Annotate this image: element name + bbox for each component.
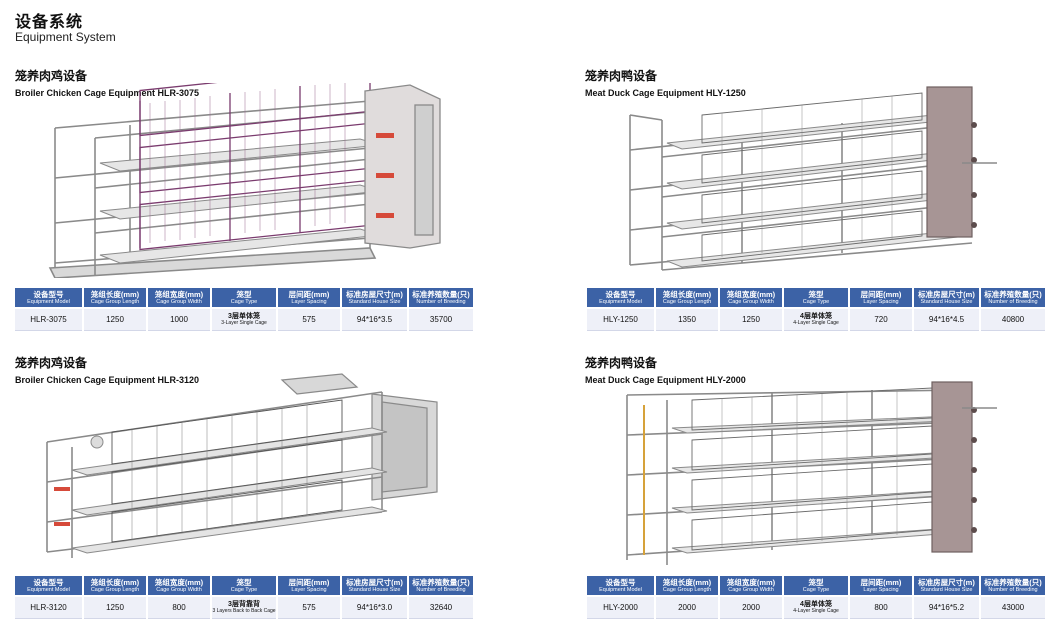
cell-model: HLR-3120 [15, 597, 82, 619]
cell-length: 2000 [656, 597, 718, 619]
cell-model: HLY-1250 [587, 309, 654, 331]
product-title-en: Broiler Chicken Cage Equipment HLR-3075 [15, 88, 200, 98]
header-cage-group-width: 笼组宽度(mm)Cage Group Width [720, 288, 782, 309]
cell-house-size: 94*16*3.0 [342, 597, 407, 619]
page-title: 设备系统 [15, 12, 84, 31]
cell-width: 1250 [720, 309, 782, 331]
cell-house-size: 94*16*4.5 [914, 309, 979, 331]
broiler-cage-3075-illustration [40, 83, 460, 278]
product-hlr-3120: 笼养肉鸡设备 Broiler Chicken Cage Equipment HL… [15, 356, 475, 386]
header-breeding: 标准养殖数量(只)Number of Breeding [409, 288, 473, 309]
page-subtitle: Equipment System [15, 30, 116, 44]
cell-length: 1350 [656, 309, 718, 331]
header-house-size: 标准房屋尺寸(m)Standard House Size [342, 576, 407, 597]
header-layer-spacing: 层间距(mm)Layer Spacing [278, 288, 340, 309]
cell-house-size: 94*16*3.5 [342, 309, 407, 331]
product-hlr-3075: 笼养肉鸡设备 Broiler Chicken Cage Equipment HL… [15, 69, 475, 99]
product-title-cn: 笼养肉鸭设备 [585, 69, 658, 83]
header-layer-spacing: 层间距(mm)Layer Spacing [278, 576, 340, 597]
product-title-en: Meat Duck Cage Equipment HLY-1250 [585, 88, 746, 98]
header-breeding: 标准养殖数量(只)Number of Breeding [981, 288, 1045, 309]
cell-spacing: 575 [278, 309, 340, 331]
cell-spacing: 575 [278, 597, 340, 619]
header-layer-spacing: 层间距(mm)Layer Spacing [850, 576, 912, 597]
cell-width: 2000 [720, 597, 782, 619]
cell-spacing: 720 [850, 309, 912, 331]
cell-house-size: 94*16*5.2 [914, 597, 979, 619]
header-cage-group-length: 笼组长度(mm)Cage Group Length [84, 288, 146, 309]
header-layer-spacing: 层间距(mm)Layer Spacing [850, 288, 912, 309]
product-title-cn: 笼养肉鸡设备 [15, 69, 88, 83]
cell-width: 1000 [148, 309, 210, 331]
product-title-cn: 笼养肉鸡设备 [15, 356, 88, 370]
cell-breeding: 35700 [409, 309, 473, 331]
cell-length: 1250 [84, 597, 146, 619]
header-cage-group-length: 笼组长度(mm)Cage Group Length [656, 288, 718, 309]
cell-spacing: 800 [850, 597, 912, 619]
cell-width: 800 [148, 597, 210, 619]
product-title-cn: 笼养肉鸭设备 [585, 356, 658, 370]
product-title-en: Meat Duck Cage Equipment HLY-2000 [585, 375, 746, 385]
cell-breeding: 40800 [981, 309, 1045, 331]
duck-cage-1250-illustration [622, 85, 1002, 275]
header-breeding: 标准养殖数量(只)Number of Breeding [981, 576, 1045, 597]
cell-model: HLY-2000 [587, 597, 654, 619]
product-hly-1250: 笼养肉鸭设备 Meat Duck Cage Equipment HLY-1250 [585, 69, 1045, 99]
duck-cage-2000-illustration [622, 380, 1002, 565]
header-cage-group-width: 笼组宽度(mm)Cage Group Width [148, 576, 210, 597]
cell-breeding: 43000 [981, 597, 1045, 619]
cell-breeding: 32640 [409, 597, 473, 619]
header-cage-group-length: 笼组长度(mm)Cage Group Length [656, 576, 718, 597]
header-cage-group-length: 笼组长度(mm)Cage Group Length [84, 576, 146, 597]
product-hly-2000: 笼养肉鸭设备 Meat Duck Cage Equipment HLY-2000 [585, 356, 1045, 386]
broiler-cage-3120-illustration [42, 372, 442, 562]
cell-model: HLR-3075 [15, 309, 82, 331]
header-house-size: 标准房屋尺寸(m)Standard House Size [914, 576, 979, 597]
cell-length: 1250 [84, 309, 146, 331]
header-house-size: 标准房屋尺寸(m)Standard House Size [342, 288, 407, 309]
header-house-size: 标准房屋尺寸(m)Standard House Size [914, 288, 979, 309]
header-cage-group-width: 笼组宽度(mm)Cage Group Width [148, 288, 210, 309]
header-breeding: 标准养殖数量(只)Number of Breeding [409, 576, 473, 597]
header-cage-group-width: 笼组宽度(mm)Cage Group Width [720, 576, 782, 597]
product-title-en: Broiler Chicken Cage Equipment HLR-3120 [15, 375, 200, 385]
